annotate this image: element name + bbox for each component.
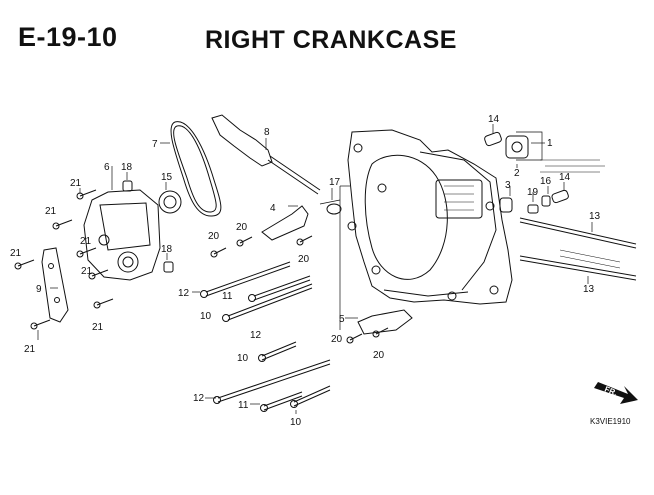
part-label: 3 bbox=[505, 180, 511, 191]
dowel-pin-18a bbox=[122, 180, 133, 192]
pin-19 bbox=[527, 204, 539, 214]
part-number-labels: 1 2 3 4 5 6 7 8 9 10 10 10 11 11 12 12 1… bbox=[10, 114, 601, 428]
collar-14b bbox=[551, 189, 569, 204]
gasket-7 bbox=[170, 121, 222, 217]
part-label: 20 bbox=[208, 231, 220, 242]
part-label: 20 bbox=[236, 222, 248, 233]
part-label: 21 bbox=[81, 266, 93, 277]
part-label: 20 bbox=[331, 334, 343, 345]
part-label: 21 bbox=[24, 344, 36, 355]
shading bbox=[444, 159, 621, 269]
part-label: 10 bbox=[237, 353, 249, 364]
oil-seal-15 bbox=[158, 190, 182, 214]
front-direction-arrow: FR. bbox=[594, 382, 638, 404]
part-label: 18 bbox=[121, 162, 133, 173]
part-label: 14 bbox=[488, 114, 500, 125]
bolts-21 bbox=[14, 189, 114, 330]
part-label: 6 bbox=[104, 162, 110, 173]
diagram-code: K3VIE1910 bbox=[590, 417, 631, 426]
part-label: 2 bbox=[514, 168, 520, 179]
part-label: 21 bbox=[45, 206, 57, 217]
dipstick-8 bbox=[211, 114, 273, 167]
part-label: 20 bbox=[373, 350, 385, 361]
o-ring-17 bbox=[326, 203, 342, 215]
right-crankcase-body bbox=[347, 129, 513, 305]
part-label: 4 bbox=[270, 203, 276, 214]
collar-14a bbox=[484, 131, 502, 147]
part-label: 5 bbox=[339, 314, 345, 325]
bracket-9 bbox=[41, 247, 69, 323]
part-label: 21 bbox=[70, 178, 82, 189]
part-label: 20 bbox=[298, 254, 310, 265]
part-label: 8 bbox=[264, 127, 270, 138]
part-label: 7 bbox=[152, 139, 158, 150]
leader-lines bbox=[37, 124, 593, 414]
part-label: 13 bbox=[589, 211, 601, 222]
part-label: 11 bbox=[222, 291, 233, 302]
part-label: 21 bbox=[92, 322, 104, 333]
part-label: 15 bbox=[161, 172, 173, 183]
part-label: 17 bbox=[329, 177, 341, 188]
part-label: 16 bbox=[540, 176, 552, 187]
part-label: 10 bbox=[200, 311, 212, 322]
dowel-pin-18b bbox=[163, 261, 174, 273]
page-code: E-19-10 bbox=[18, 22, 118, 52]
bracket-4 bbox=[261, 205, 309, 241]
part-label: 9 bbox=[36, 284, 42, 295]
part-label: 11 bbox=[238, 400, 249, 411]
direction-label: FR. bbox=[603, 385, 618, 398]
part-label: 19 bbox=[527, 187, 539, 198]
part-label: 12 bbox=[250, 330, 262, 341]
long-bolts bbox=[200, 235, 389, 412]
part-label: 21 bbox=[80, 236, 92, 247]
collar-3 bbox=[499, 197, 513, 213]
part-label: 21 bbox=[10, 248, 22, 259]
stud-13b bbox=[519, 255, 637, 281]
part-label: 12 bbox=[193, 393, 205, 404]
bushing-1 bbox=[505, 135, 529, 159]
part-label: 13 bbox=[583, 284, 595, 295]
stud-13a bbox=[519, 217, 637, 249]
part-label: 1 bbox=[547, 138, 553, 149]
part-label: 12 bbox=[178, 288, 190, 299]
page-title: RIGHT CRANKCASE bbox=[205, 26, 457, 54]
washer-16 bbox=[541, 195, 551, 207]
part-label: 18 bbox=[161, 244, 173, 255]
part-label: 14 bbox=[559, 172, 571, 183]
bracket-5 bbox=[357, 309, 413, 335]
part-label: 10 bbox=[290, 417, 302, 428]
